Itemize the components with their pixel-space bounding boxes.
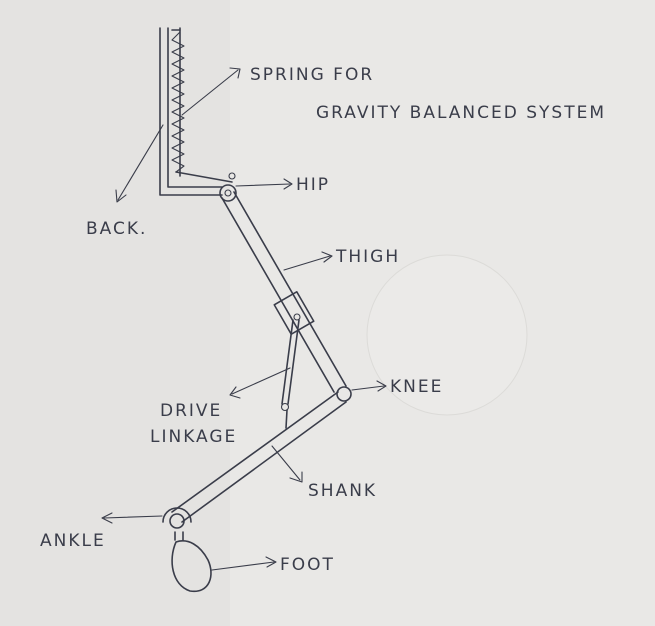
drive-label-line1: DRIVE <box>160 401 222 421</box>
drive-label-line2: LINKAGE <box>150 427 237 447</box>
knee-label: KNEE <box>390 377 443 397</box>
slider-block <box>273 290 315 336</box>
back-label: BACK. <box>86 219 147 239</box>
drive-linkage-rod <box>280 319 300 429</box>
shank-link <box>171 391 347 523</box>
leader-arrows <box>101 67 387 571</box>
faint-circle-mark <box>366 254 528 416</box>
shank-label: SHANK <box>308 481 377 501</box>
spring-label-line2: GRAVITY BALANCED SYSTEM <box>316 103 606 123</box>
spring-label-line1: SPRING FOR <box>250 65 374 85</box>
thigh-link <box>221 191 347 393</box>
foot <box>171 540 212 592</box>
ankle-label: ANKLE <box>40 531 106 551</box>
spring <box>171 27 233 183</box>
ankle-joint <box>162 507 192 541</box>
hip-label: HIP <box>296 175 330 195</box>
knee-joint <box>336 386 352 402</box>
thigh-label: THIGH <box>335 247 400 267</box>
back-frame <box>159 27 223 196</box>
foot-label: FOOT <box>280 555 335 575</box>
hip-joint <box>219 172 237 202</box>
